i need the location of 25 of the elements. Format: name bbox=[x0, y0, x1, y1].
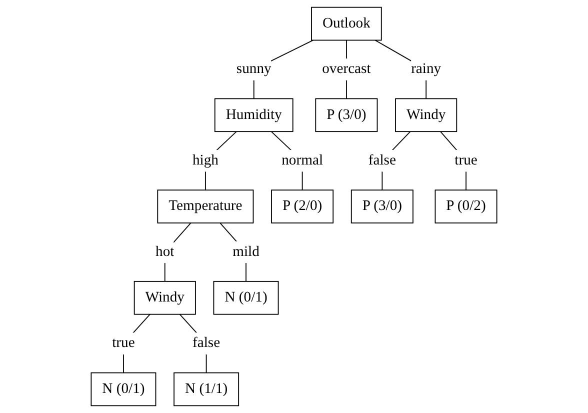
edge-label: false bbox=[368, 152, 396, 168]
node-box: Windy bbox=[134, 280, 196, 315]
node-box: Outlook bbox=[311, 6, 382, 41]
node-box: N (0/1) bbox=[90, 372, 156, 406]
edge-label: overcast bbox=[322, 61, 371, 77]
node-box: N (1/1) bbox=[174, 372, 240, 406]
node-box: P (2/0) bbox=[271, 190, 334, 224]
node-box: Windy bbox=[395, 98, 458, 132]
edge-label: false bbox=[192, 335, 220, 351]
edge-label: true bbox=[454, 152, 478, 168]
edge-label: true bbox=[112, 335, 135, 351]
connector bbox=[164, 222, 192, 282]
node-box: P (3/0) bbox=[350, 190, 414, 224]
connector bbox=[123, 314, 150, 374]
edge-label: rainy bbox=[411, 61, 442, 77]
edge-label: normal bbox=[282, 152, 324, 168]
node-box: N (0/1) bbox=[213, 280, 279, 315]
node-box: P (0/2) bbox=[434, 190, 498, 224]
edge-label: mild bbox=[232, 244, 260, 260]
edge-label: hot bbox=[156, 244, 174, 260]
node-box: Humidity bbox=[214, 98, 294, 132]
edge-label: sunny bbox=[236, 61, 272, 77]
node-box: P (3/0) bbox=[315, 98, 378, 132]
edge-label: high bbox=[192, 152, 218, 168]
node-box: Temperature bbox=[157, 190, 254, 224]
